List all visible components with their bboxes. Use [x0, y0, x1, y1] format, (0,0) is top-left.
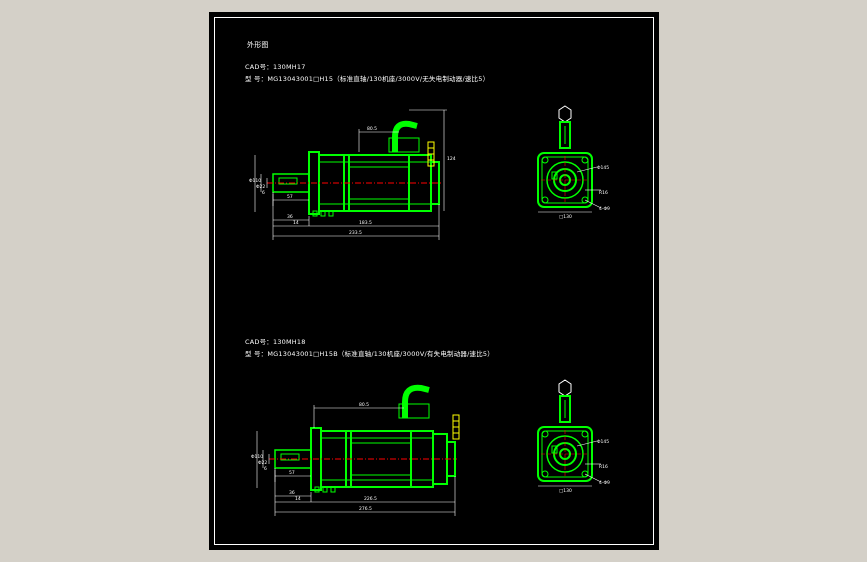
technical-drawing: 80.5 124 Φ110 Φ22 6 57 36 14 183.5 233.5 — [249, 105, 610, 516]
sheet-title: 外形图 — [247, 41, 269, 49]
dimensions-2 — [256, 405, 456, 516]
dim-pilot-diameter-1: Φ110 — [249, 178, 261, 184]
dim-body-length-1: 183.5 — [359, 220, 372, 226]
front-centerlines-1 — [541, 156, 589, 204]
dim-pcd-2: Φ145 — [597, 439, 609, 445]
connector-housing-1 — [388, 137, 420, 153]
connector-pins-2 — [452, 414, 460, 440]
motor-side-view-1 — [272, 120, 440, 217]
connector-cable-1 — [392, 120, 418, 152]
dim-flange-offset-1: 36 — [287, 214, 293, 220]
connector-housing-2 — [398, 403, 430, 419]
dim-key-width-2: 6 — [264, 466, 267, 472]
end-cap-1 — [430, 161, 440, 205]
dim-flange-offset-2: 36 — [289, 490, 295, 496]
dim-pilot-diameter-2: Φ110 — [251, 454, 263, 460]
dim-connector-height-2: 80.5 — [359, 402, 369, 408]
dim-body-length-2: 226.5 — [364, 496, 377, 502]
dim-key-width-1: 6 — [262, 190, 265, 196]
dim-hole-1: 4-Φ9 — [599, 206, 610, 212]
dim-connector-height-1: 80.5 — [367, 126, 377, 132]
shaft-key-2 — [280, 453, 300, 461]
connector-cable-2 — [402, 384, 430, 418]
cad-number-1: CAD号：130MH17 — [245, 63, 306, 71]
connector-nut-1 — [558, 105, 572, 123]
drawing-border — [214, 17, 654, 545]
dim-square-2: □130 — [559, 488, 572, 494]
model-line-2: 型 号：MG13043001□H15B（标准直轴/130机座/3000V/有失电… — [245, 350, 494, 358]
dim-overall-height-1: 124 — [447, 156, 456, 162]
flange-square-1 — [537, 152, 593, 208]
dim-flange-thickness-2: 14 — [295, 496, 301, 502]
connector-pins-1 — [427, 141, 435, 167]
dim-overall-length-2: 276.5 — [359, 506, 372, 512]
dim-overall-length-1: 233.5 — [349, 230, 362, 236]
model-line-1: 型 号：MG13043001□H15（标准直轴/130机座/3000V/无失电制… — [245, 75, 490, 83]
dim-shaft-length-2: 57 — [289, 470, 295, 476]
dim-flange-thickness-1: 14 — [293, 220, 299, 226]
cad-number-2: CAD号：130MH18 — [245, 338, 306, 346]
dimensions-1 — [254, 109, 447, 240]
dim-pcd-1: Φ145 — [597, 165, 609, 171]
dim-shaft-length-1: 57 — [287, 194, 293, 200]
dim-corner-2: R16 — [599, 464, 608, 470]
shaft-key-1 — [278, 177, 298, 185]
dim-corner-1: R16 — [599, 190, 608, 196]
dim-shaft-diameter-2: Φ22 — [258, 460, 267, 466]
dim-square-1: □130 — [559, 214, 572, 220]
dim-hole-2: 4-Φ9 — [599, 480, 610, 486]
flange-square-2 — [537, 426, 593, 482]
dim-shaft-diameter-1: Φ22 — [256, 184, 265, 190]
front-centerlines-2 — [541, 430, 589, 478]
drawing-sheet: 外形图 CAD号：130MH17 型 号：MG13043001□H15（标准直轴… — [209, 12, 659, 550]
connector-nut-2 — [558, 379, 572, 397]
